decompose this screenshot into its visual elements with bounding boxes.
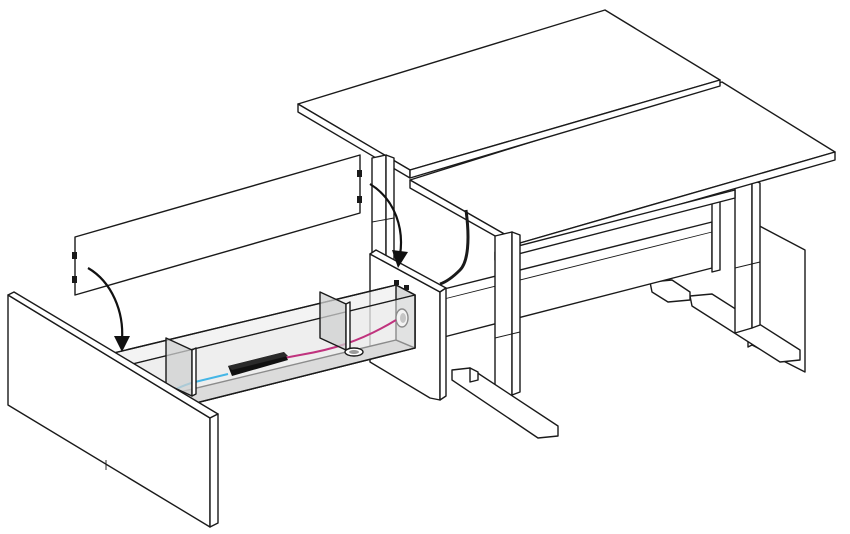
lift-column [494, 231, 521, 401]
lift-column [734, 179, 761, 334]
tray-divider [319, 291, 351, 351]
mounting-arrow [87, 267, 130, 352]
cable-black [439, 209, 470, 286]
t-foot [451, 367, 559, 439]
mounting-arrow [369, 183, 408, 268]
tray-divider [165, 337, 197, 397]
lift-column [371, 154, 395, 267]
power-supply [228, 352, 288, 376]
end-panel-left [7, 291, 219, 528]
grommet [344, 347, 364, 357]
privacy-screen-upper [72, 154, 362, 296]
